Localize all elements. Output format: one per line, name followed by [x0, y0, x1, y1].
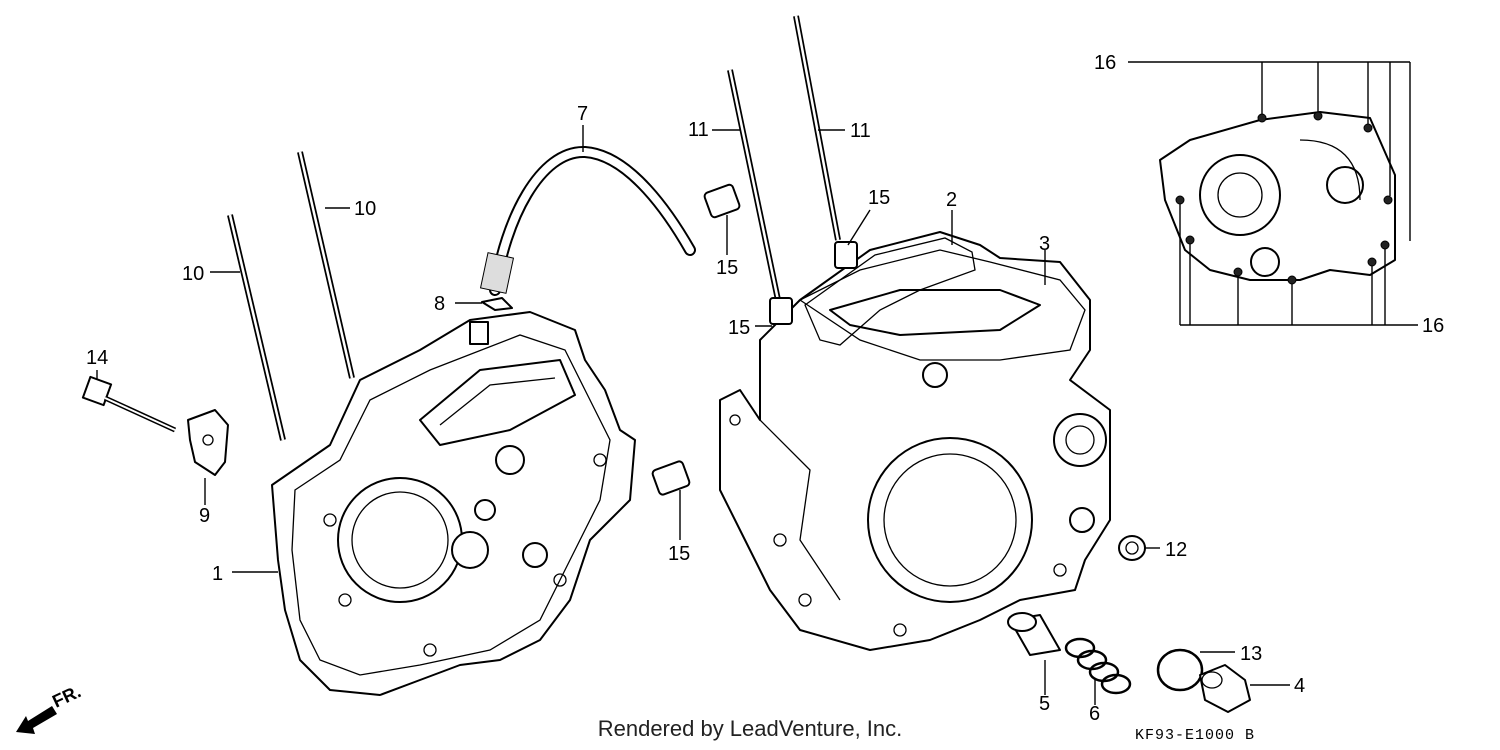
- dowel-pin-15-b[interactable]: [834, 241, 858, 269]
- callout-4: 4: [1294, 675, 1305, 697]
- callout-3: 3: [1039, 233, 1050, 255]
- callout-14: 14: [86, 347, 108, 369]
- stud-bolt-10-right[interactable]: [297, 151, 355, 379]
- footer-credit: Rendered by LeadVenture, Inc.: [597, 716, 903, 741]
- flange-bolt[interactable]: [81, 375, 177, 433]
- strainer-spring[interactable]: [1064, 637, 1132, 695]
- oil-seal[interactable]: [1118, 535, 1146, 561]
- callout-15-b: 15: [868, 187, 890, 209]
- stud-bolt-11-left[interactable]: [727, 69, 781, 301]
- callout-7: 7: [577, 103, 588, 125]
- callout-10-right: 10: [354, 198, 376, 220]
- callout-13: 13: [1240, 643, 1262, 665]
- stud-bolt-10-left[interactable]: [227, 214, 286, 441]
- o-ring[interactable]: [1156, 648, 1204, 692]
- stud-bolt-11-right[interactable]: [793, 15, 841, 241]
- left-crankcase[interactable]: [271, 311, 636, 696]
- callout-15-a: 15: [716, 257, 738, 279]
- callout-9: 9: [199, 505, 210, 527]
- callout-5: 5: [1039, 693, 1050, 715]
- callout-15-c: 15: [728, 317, 750, 339]
- callout-16-bottom: 16: [1422, 315, 1444, 337]
- callout-labels: 1 2 3 4 5 6 7 8 9 10 10 11 11 12 13 14 1…: [86, 52, 1444, 725]
- dowel-pin-15-c[interactable]: [769, 297, 793, 325]
- leader-lines: [96, 61, 1418, 705]
- dowel-pin-15-a[interactable]: [703, 183, 741, 219]
- callout-11-left: 11: [688, 119, 709, 141]
- callout-6: 6: [1089, 703, 1100, 725]
- tube-clip[interactable]: [481, 297, 513, 311]
- inset-crankcase-view[interactable]: [1159, 111, 1396, 281]
- diagram-code: KF93-E1000 B: [1135, 727, 1256, 744]
- right-crankcase[interactable]: [719, 231, 1111, 651]
- crankcase-gasket[interactable]: [804, 237, 976, 346]
- callout-12: 12: [1165, 539, 1187, 561]
- callout-2: 2: [946, 189, 957, 211]
- guide-plate[interactable]: [187, 409, 229, 476]
- callout-16-top: 16: [1094, 52, 1116, 74]
- callout-10-left: 10: [182, 263, 204, 285]
- callout-15-d: 15: [668, 543, 690, 565]
- oil-strainer-screen[interactable]: [1007, 612, 1061, 656]
- callout-8: 8: [434, 293, 445, 315]
- front-direction-indicator: FR.: [16, 688, 84, 734]
- drain-plug[interactable]: [1199, 664, 1251, 713]
- callout-1: 1: [212, 563, 223, 585]
- dowel-pin-15-d[interactable]: [651, 460, 691, 496]
- callout-11-right: 11: [850, 120, 871, 142]
- breather-tube[interactable]: [479, 145, 696, 296]
- front-label: FR.: [49, 688, 84, 712]
- front-arrow-icon: [16, 706, 57, 734]
